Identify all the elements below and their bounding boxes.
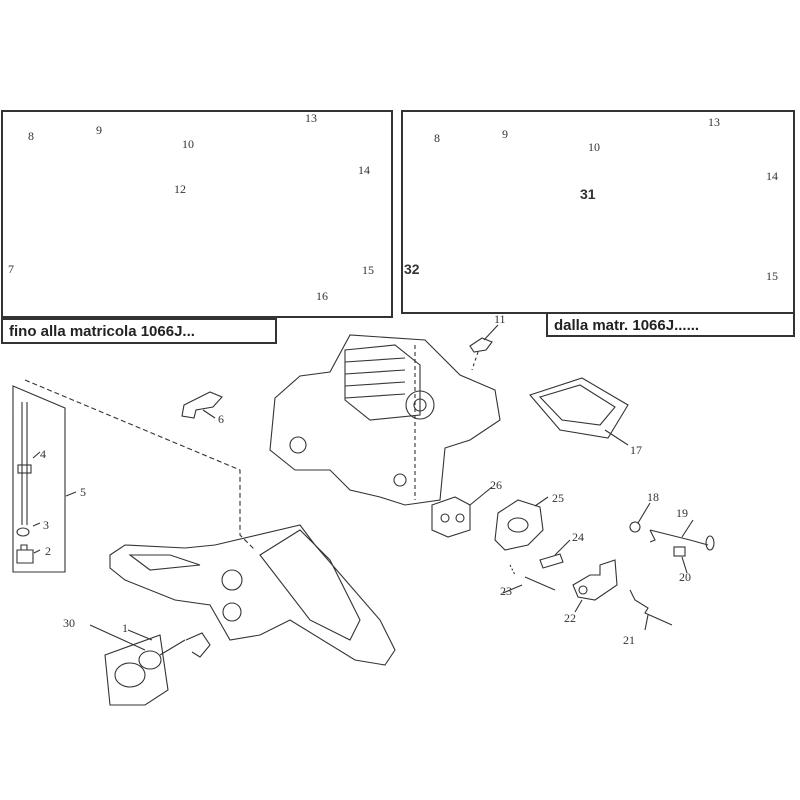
part-label-10: 10 bbox=[182, 137, 194, 151]
part-label-4: 4 bbox=[40, 447, 46, 461]
part-label-32: 32 bbox=[404, 261, 420, 277]
part-label-13-new: 13 bbox=[708, 115, 720, 129]
part-label-14-new: 14 bbox=[766, 169, 778, 183]
left-panel-frame bbox=[1, 110, 393, 318]
part-label-25: 25 bbox=[552, 491, 564, 505]
left-panel-caption: fino alla matricola 1066J... bbox=[1, 318, 277, 344]
part-label-10-new: 10 bbox=[588, 140, 600, 154]
part-label-21: 21 bbox=[623, 633, 635, 647]
part-label-22: 22 bbox=[564, 611, 576, 625]
part-label-5: 5 bbox=[80, 485, 86, 499]
part-label-13: 13 bbox=[305, 111, 317, 125]
part-label-8-new: 8 bbox=[434, 131, 440, 145]
lower-parts-art bbox=[12, 324, 715, 706]
part-label-12: 12 bbox=[174, 182, 186, 196]
part-label-15-new: 15 bbox=[766, 269, 778, 283]
right-panel-caption: dalla matr. 1066J...... bbox=[546, 312, 795, 337]
part-label-31: 31 bbox=[580, 186, 596, 202]
part-label-18: 18 bbox=[647, 490, 659, 504]
part-label-20: 20 bbox=[679, 570, 691, 584]
part-label-24: 24 bbox=[572, 530, 584, 544]
part-label-8: 8 bbox=[28, 129, 34, 143]
part-label-14: 14 bbox=[358, 163, 370, 177]
part-label-17: 17 bbox=[630, 443, 642, 457]
part-label-26: 26 bbox=[490, 478, 502, 492]
part-label-2: 2 bbox=[45, 544, 51, 558]
part-label-6: 6 bbox=[218, 412, 224, 426]
part-label-9-new: 9 bbox=[502, 127, 508, 141]
right-panel-frame bbox=[401, 110, 795, 314]
part-label-16: 16 bbox=[316, 289, 328, 303]
part-label-19: 19 bbox=[676, 506, 688, 520]
part-label-1: 1 bbox=[122, 621, 128, 635]
part-label-11: 11 bbox=[494, 312, 506, 326]
part-label-15: 15 bbox=[362, 263, 374, 277]
part-label-23: 23 bbox=[500, 584, 512, 598]
part-label-9: 9 bbox=[96, 123, 102, 137]
part-label-7: 7 bbox=[8, 262, 14, 276]
part-label-3: 3 bbox=[43, 518, 49, 532]
part-label-30: 30 bbox=[63, 616, 75, 630]
